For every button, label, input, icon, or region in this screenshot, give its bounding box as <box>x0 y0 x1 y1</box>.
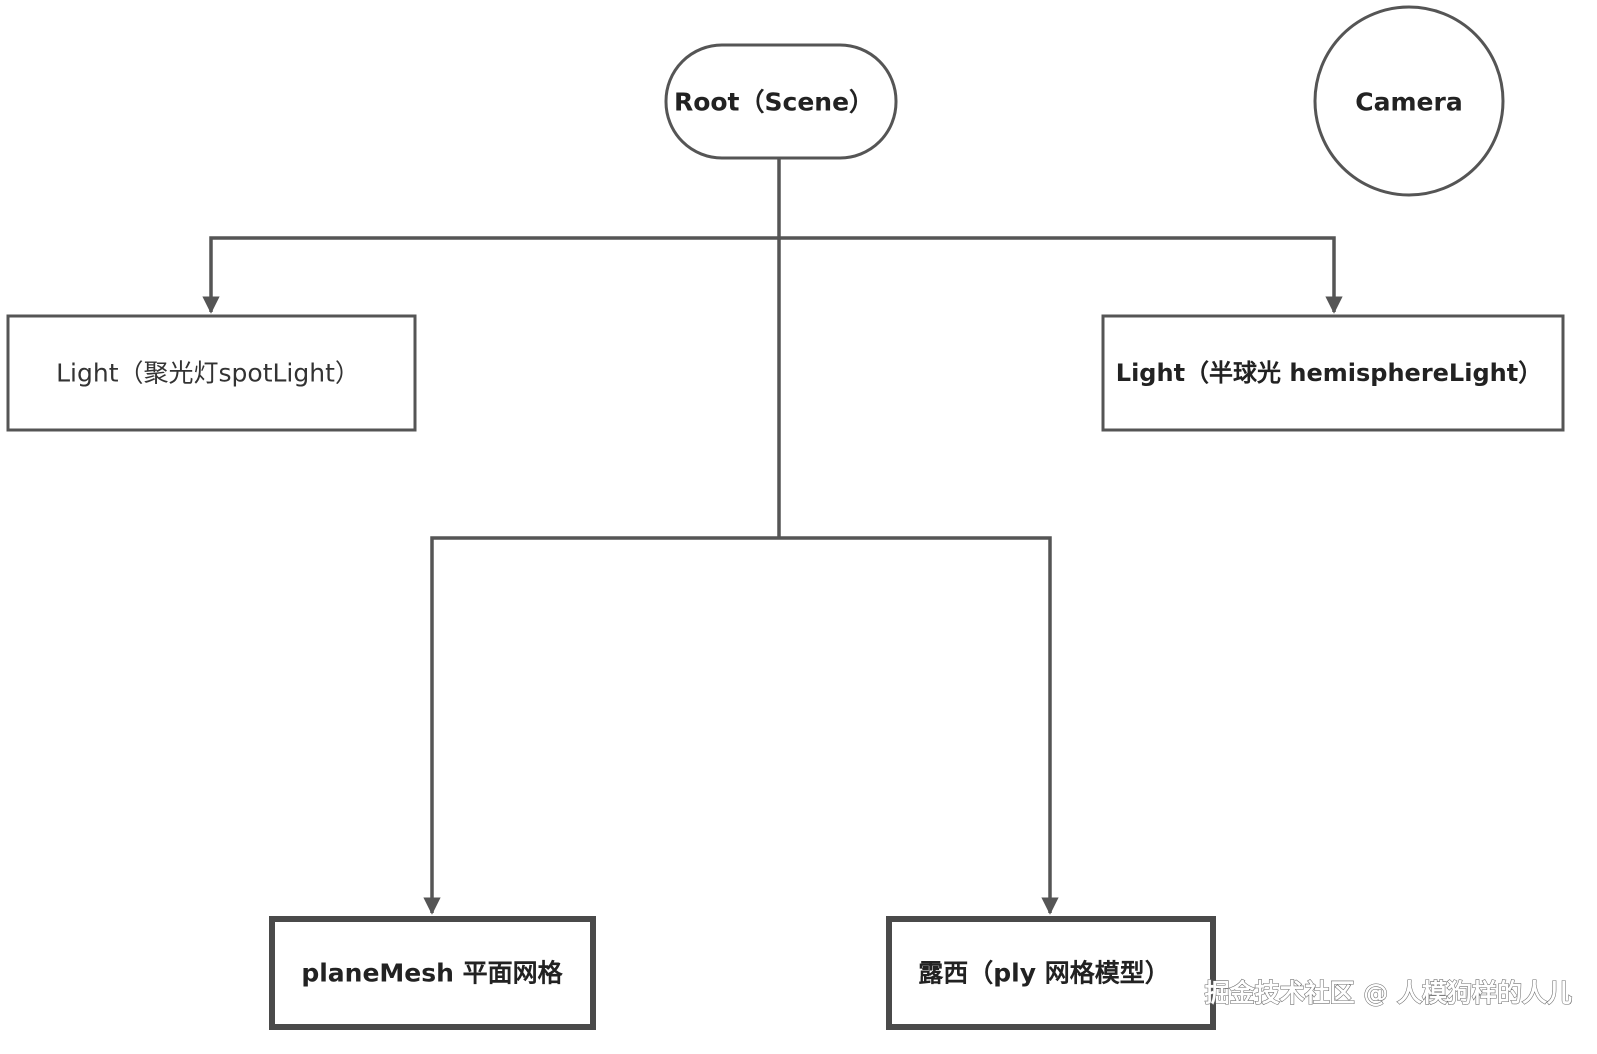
lucy-model-node-label: 露西（ply 网格模型） <box>918 959 1169 988</box>
hemisphere-light-node-label: Light（半球光 hemisphereLight） <box>1116 359 1542 387</box>
edge-root-to-plane-mesh <box>423 536 779 915</box>
edges <box>202 158 1343 915</box>
plane-mesh-node[interactable]: planeMesh 平面网格 <box>269 916 596 1030</box>
edge-root-to-lucy <box>779 536 1059 915</box>
root-node-shape <box>664 43 898 160</box>
plane-mesh-node-label: planeMesh 平面网格 <box>301 959 563 988</box>
spot-light-node-label: Light（聚光灯spotLight） <box>56 359 360 388</box>
watermark-text: 掘金技术社区 @ 人模狗样的人儿 <box>1205 979 1572 1008</box>
lucy-model-node-shape <box>886 916 1216 1030</box>
camera-node[interactable]: Camera <box>1313 5 1505 197</box>
camera-node-label: Camera <box>1355 88 1462 117</box>
camera-node-shape <box>1313 5 1505 197</box>
spot-light-node[interactable]: Light（聚光灯spotLight） <box>6 314 417 432</box>
edge-root-to-spot-light <box>202 158 781 314</box>
edge-root-to-hemisphere-light <box>779 236 1343 314</box>
root-node-label: Root（Scene） <box>674 88 874 117</box>
lucy-model-node[interactable]: 露西（ply 网格模型） <box>886 916 1216 1030</box>
plane-mesh-node-shape <box>269 916 596 1030</box>
hemisphere-light-node-shape <box>1101 314 1565 432</box>
hemisphere-light-node[interactable]: Light（半球光 hemisphereLight） <box>1101 314 1565 432</box>
root-node[interactable]: Root（Scene） <box>664 43 898 160</box>
spot-light-node-shape <box>6 314 417 432</box>
